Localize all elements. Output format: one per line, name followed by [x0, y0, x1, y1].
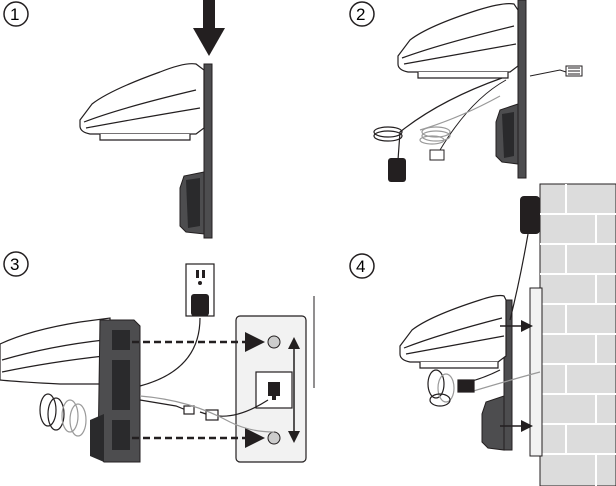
step-3-number: 3 — [10, 255, 19, 274]
brick-wall — [540, 184, 616, 486]
panel-step-4: 4 — [350, 184, 616, 486]
step-4-number: 4 — [356, 257, 365, 276]
cords — [428, 370, 540, 406]
phone-base — [400, 296, 506, 369]
panel-step-2: 2 — [350, 0, 582, 182]
panel-step-1: 1 — [4, 0, 225, 238]
phone-base — [0, 318, 110, 384]
down-arrow-icon — [193, 0, 225, 56]
cord-connector — [430, 150, 444, 160]
power-cord — [374, 78, 502, 160]
step-2-number: 2 — [356, 5, 365, 24]
step-1-number: 1 — [10, 5, 19, 24]
power-adapter — [191, 294, 209, 316]
wall-plate — [530, 288, 542, 456]
power-adapter — [520, 196, 540, 234]
power-adapter — [388, 158, 406, 182]
phone-base — [80, 64, 204, 140]
panel-step-3: 3 — [0, 252, 314, 462]
coiled-cord — [420, 96, 500, 144]
phone-base — [398, 4, 518, 78]
